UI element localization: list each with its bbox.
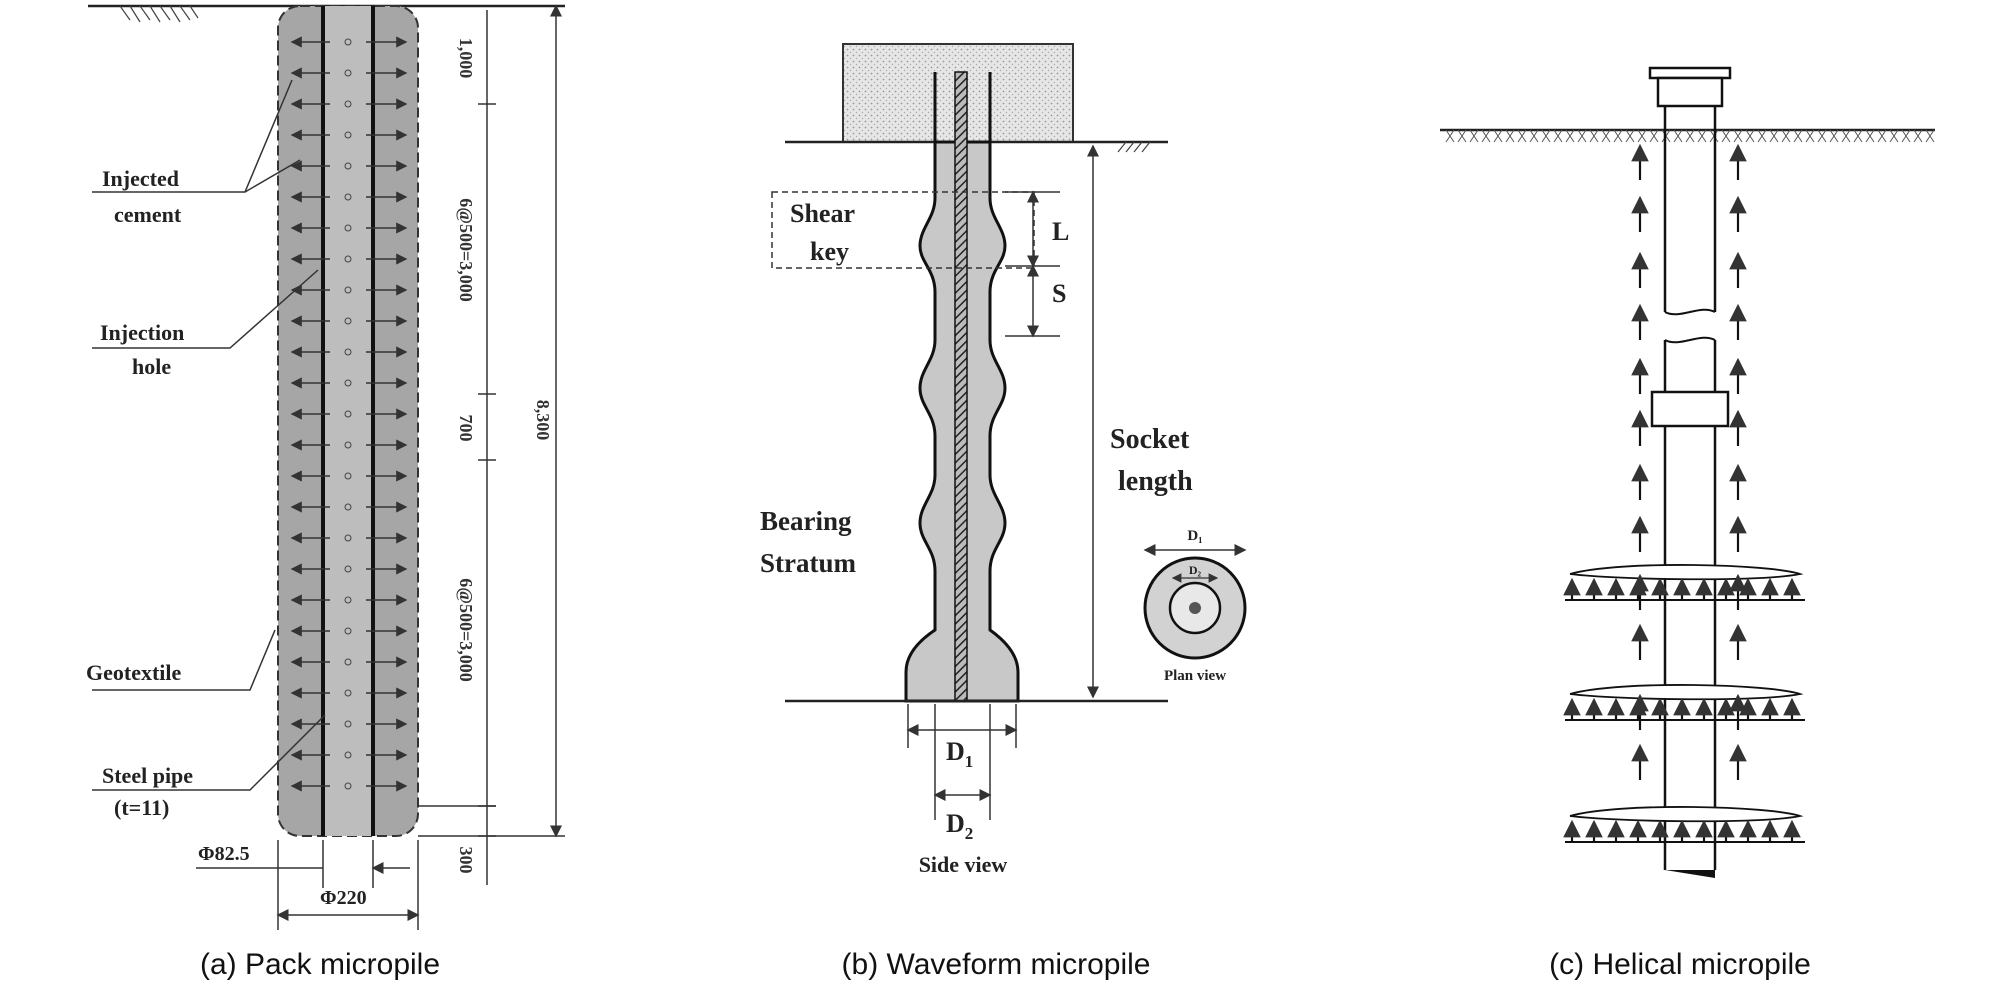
label-steel-pipe: Steel pipe <box>102 763 193 788</box>
injection-hole <box>344 534 352 542</box>
injection-hole <box>344 255 352 263</box>
injection-hole <box>344 131 352 139</box>
label-cement: cement <box>114 202 182 227</box>
label-length: length <box>1118 466 1193 497</box>
caption-b: (b) Waveform micropile <box>842 948 1151 981</box>
injection-hole <box>344 193 352 201</box>
ground-hatch-c <box>1445 129 1935 143</box>
injection-hole <box>344 100 352 108</box>
label-thickness: (t=11) <box>114 795 169 820</box>
diameter-dims <box>196 840 420 930</box>
d-dims <box>906 704 1018 820</box>
steel-pipe <box>323 6 373 836</box>
injection-hole <box>344 69 352 77</box>
shaft-break <box>1662 312 1718 340</box>
caption-a: (a) Pack micropile <box>200 948 440 981</box>
shaft-tip <box>1665 870 1715 878</box>
label-D1: D1 <box>946 737 973 771</box>
injection-hole <box>344 751 352 759</box>
upward-arrows <box>1563 143 1801 842</box>
helix-plate <box>1569 684 1804 701</box>
ground-hatch <box>119 5 199 23</box>
panel-helical-micropile: (c) Helical micropile <box>1440 66 1935 981</box>
injection-hole <box>344 627 352 635</box>
injection-hole <box>344 348 352 356</box>
label-phi-82: Φ82.5 <box>198 843 250 865</box>
helical-cap-top <box>1648 66 1732 80</box>
plan-label-D1: D₁ <box>1187 528 1202 544</box>
label-socket: Socket <box>1110 424 1190 455</box>
injection-hole <box>344 658 352 666</box>
dim-300: 300 <box>456 847 476 874</box>
label-shear: Shear <box>790 199 855 228</box>
injection-hole <box>344 410 352 418</box>
injection-hole <box>344 503 352 511</box>
break-line-top <box>1664 308 1716 316</box>
injection-hole <box>344 472 352 480</box>
plan-label-D2: D₂ <box>1189 563 1202 577</box>
label-phi-220: Φ220 <box>320 887 367 909</box>
dim-1000: 1,000 <box>456 38 476 79</box>
ground-hatch-b <box>1117 141 1151 153</box>
injection-arrows <box>290 36 408 792</box>
dim-700: 700 <box>456 415 476 442</box>
panel-waveform-micropile: Shear key L S Socket length Bearing Stra… <box>760 43 1247 981</box>
injection-hole <box>344 379 352 387</box>
plan-view: D₁ D₂ Plan view <box>1143 528 1247 684</box>
label-plan-view: Plan view <box>1164 668 1226 684</box>
injection-hole <box>344 720 352 728</box>
injection-hole <box>344 441 352 449</box>
helical-cap <box>1656 76 1724 108</box>
label-L: L <box>1052 217 1069 246</box>
label-stratum: Stratum <box>760 548 856 578</box>
injection-hole <box>344 38 352 46</box>
break-line-bottom <box>1664 336 1716 344</box>
label-D2: D2 <box>946 809 973 843</box>
label-injection: Injection <box>100 320 184 345</box>
injection-hole <box>344 286 352 294</box>
injection-hole <box>344 162 352 170</box>
injection-hole <box>344 224 352 232</box>
plan-rebar-dot <box>1189 602 1201 614</box>
injection-hole <box>344 782 352 790</box>
label-S: S <box>1052 279 1066 308</box>
helix-plates <box>1565 564 1805 843</box>
injection-hole <box>344 317 352 325</box>
helix-plate <box>1569 806 1804 823</box>
label-bearing: Bearing <box>760 506 852 536</box>
label-geotextile: Geotextile <box>86 660 182 685</box>
coupler <box>1650 390 1730 428</box>
ls-dims <box>1005 190 1060 338</box>
helix-plate <box>1569 564 1804 581</box>
label-leaders <box>92 79 326 791</box>
vertical-dims <box>418 4 565 885</box>
label-side-view: Side view <box>919 852 1008 877</box>
dim-8300: 8,300 <box>533 400 553 441</box>
dim-6at500-bottom: 6@500=3,000 <box>456 578 476 682</box>
dim-6at500-top: 6@500=3,000 <box>456 198 476 302</box>
injection-hole <box>344 565 352 573</box>
injection-hole <box>344 689 352 697</box>
label-hole: hole <box>132 354 171 379</box>
label-injected: Injected <box>102 166 179 191</box>
panel-pack-micropile: Injected cement Injection hole Geotextil… <box>86 4 565 981</box>
caption-c: (c) Helical micropile <box>1549 948 1811 981</box>
injection-hole <box>344 596 352 604</box>
label-key: key <box>810 237 849 266</box>
rebar <box>954 71 968 702</box>
